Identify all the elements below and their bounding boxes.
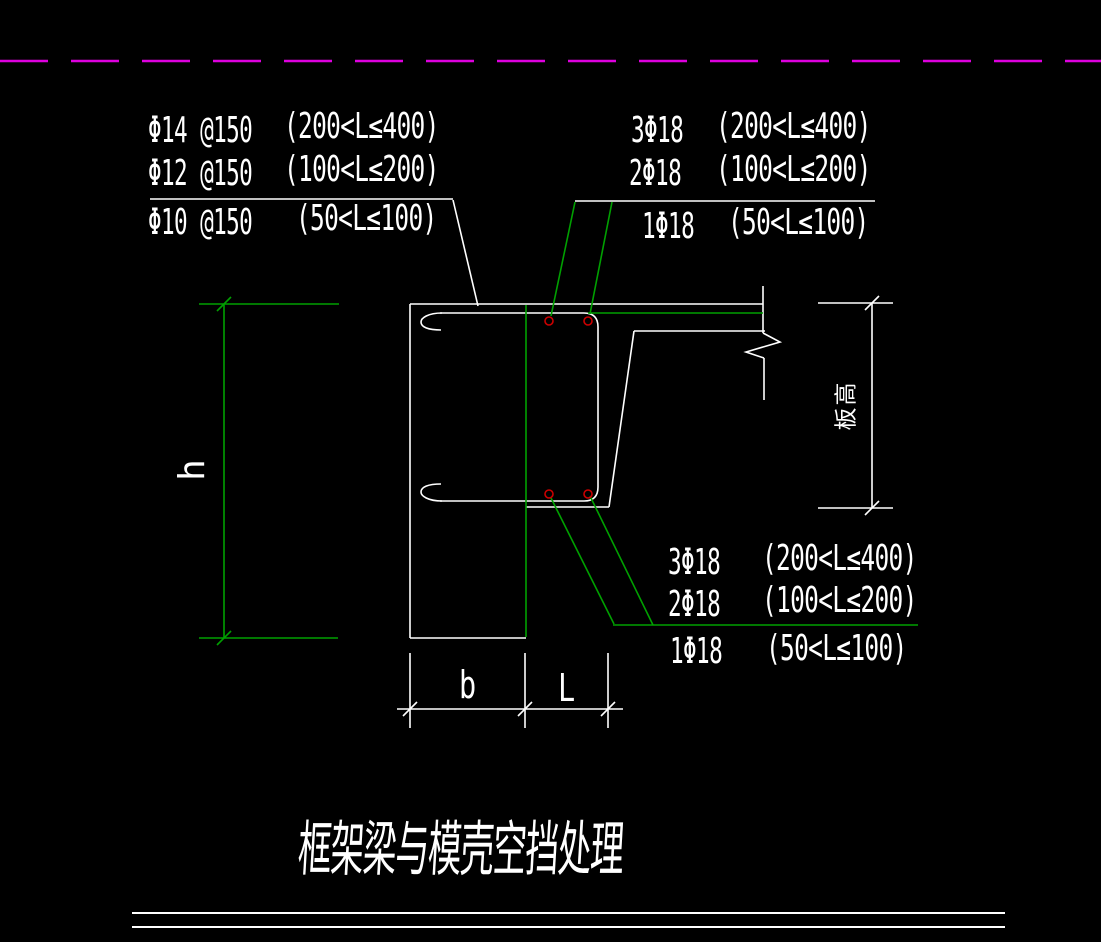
- top-bar-spec-1: 3Φ18: [631, 110, 684, 151]
- bottom-bar-spec-1: 3Φ18: [668, 542, 721, 583]
- stirrup-cond-1: (200<L≤400): [284, 106, 439, 147]
- dim-label-beam-height: h: [172, 459, 213, 481]
- dim-label-beam-width: b: [459, 663, 476, 707]
- dim-tick: [402, 701, 418, 717]
- stirrup-note-leader: [452, 199, 479, 307]
- rebar-dot-top-right: [583, 316, 593, 326]
- bottom-bar-spec-3: 1Φ18: [670, 631, 723, 672]
- dim-tick: [216, 630, 232, 646]
- stirrup-spec-2: Φ12 @150: [148, 153, 253, 194]
- bottom-bar-leader-1: [550, 497, 615, 625]
- stirrup-cond-3: (50<L≤100): [296, 198, 437, 239]
- stirrup-cond-2: (100<L≤200): [284, 149, 439, 190]
- top-bar-leader-1: [550, 201, 576, 317]
- rebar-lines-group: [199, 201, 918, 646]
- top-bar-spec-3: 1Φ18: [642, 206, 695, 247]
- top-bar-cond-1: (200<L≤400): [716, 106, 871, 147]
- dim-tick: [600, 701, 616, 717]
- bottom-bar-leader-2: [589, 495, 654, 626]
- dim-tick: [216, 296, 232, 312]
- bottom-bar-spec-2: 2Φ18: [668, 584, 721, 625]
- haunch-slope-edge: [608, 330, 635, 508]
- rebar-dot-top-left: [544, 316, 554, 326]
- rebar-dot-bottom-left: [544, 489, 554, 499]
- dim-label-slab-height: 板高: [833, 380, 860, 431]
- bottom-bar-cond-2: (100<L≤200): [762, 580, 917, 621]
- top-bar-cond-3: (50<L≤100): [728, 202, 869, 243]
- slab-break-symbol: [743, 332, 783, 359]
- dim-tick: [517, 701, 533, 717]
- rebar-dots-group: [544, 316, 593, 499]
- stirrup-hook-bottom: [420, 483, 443, 502]
- rebar-dot-bottom-right: [583, 489, 593, 499]
- stirrup-spec-3: Φ10 @150: [148, 202, 253, 243]
- bottom-bar-cond-3: (50<L≤100): [766, 628, 907, 669]
- dim-tick: [864, 500, 880, 516]
- bottom-bar-cond-1: (200<L≤400): [762, 538, 917, 579]
- dim-tick: [864, 295, 880, 311]
- dim-label-gap-width: L: [558, 666, 575, 710]
- stirrup-hook-top: [420, 312, 443, 331]
- top-bar-cond-2: (100<L≤200): [716, 149, 871, 190]
- stirrup-outline: [440, 312, 599, 502]
- top-bar-spec-2: 2Φ18: [629, 153, 682, 194]
- top-bar-leader-2: [589, 201, 613, 315]
- drawing-title: 框架梁与模壳空挡处理: [296, 815, 626, 885]
- stirrup-spec-1: Φ14 @150: [148, 110, 253, 151]
